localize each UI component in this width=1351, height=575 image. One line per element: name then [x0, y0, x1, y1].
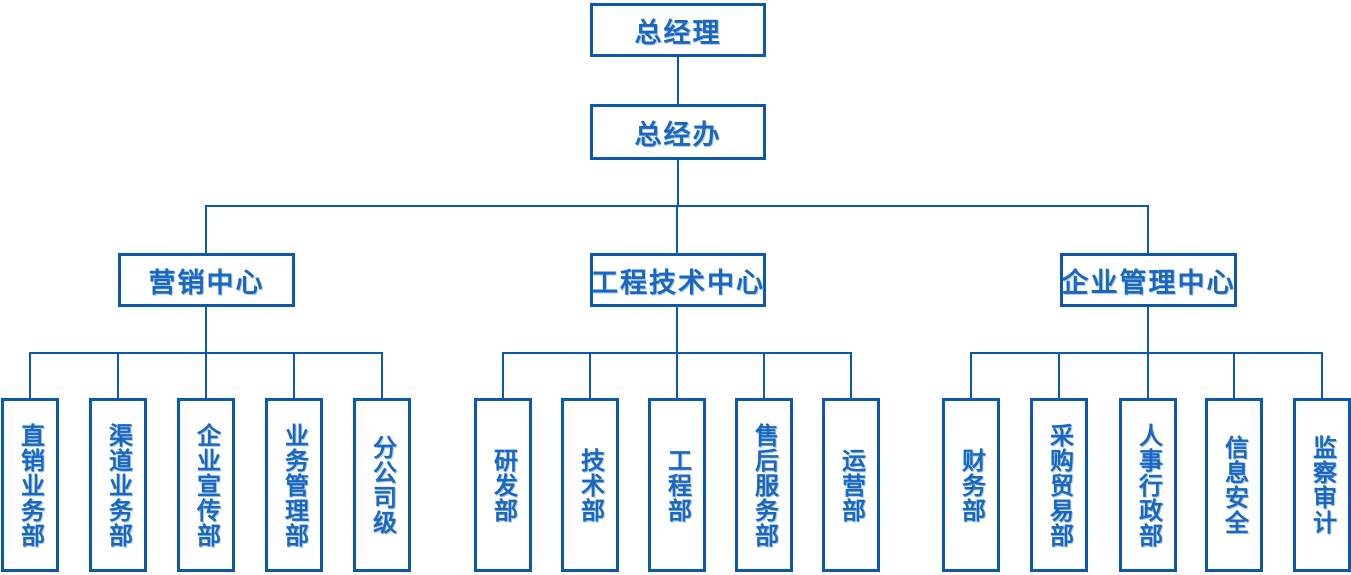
node-dept-after-sales-service: 售后服务部 [735, 398, 793, 572]
node-dept-technology: 技术部 [561, 398, 619, 572]
connector-drop-engineering [676, 205, 678, 253]
node-label: 人事行政部 [1134, 422, 1162, 548]
node-general-manager: 总经理 [590, 3, 766, 57]
node-dept-channel-sales: 渠道业务部 [89, 398, 147, 572]
node-label: 工程技术中心 [591, 267, 765, 298]
node-dept-business-management: 业务管理部 [265, 398, 323, 572]
node-dept-engineering: 工程部 [648, 398, 706, 572]
node-label: 分公司级 [368, 435, 396, 535]
connector-drop-marketing [205, 205, 207, 253]
connector-drop-dept [502, 352, 504, 398]
node-dept-supervision-audit: 监察审计 [1293, 398, 1351, 572]
node-label: 信息安全 [1220, 435, 1248, 535]
node-label: 采购贸易部 [1045, 422, 1073, 548]
node-dept-finance: 财务部 [942, 398, 1000, 572]
node-label: 财务部 [957, 447, 985, 523]
node-dept-hr-admin: 人事行政部 [1119, 398, 1177, 572]
node-label: 总经理 [634, 17, 722, 48]
connector-drop-dept [850, 352, 852, 398]
node-label: 渠道业务部 [104, 422, 132, 548]
connector-drop-dept [29, 352, 31, 398]
node-label: 业务管理部 [280, 422, 308, 548]
connector-drop-dept [205, 352, 207, 398]
connector-drop-dept [117, 352, 119, 398]
connector-drop-dept [970, 352, 972, 398]
connector-drop-dept [1147, 352, 1149, 398]
node-label: 总经办 [634, 119, 722, 150]
connector-management-trunk [1147, 307, 1149, 353]
node-engineering-tech-center: 工程技术中心 [590, 253, 766, 307]
node-general-office: 总经办 [590, 104, 766, 160]
connector-drop-dept [293, 352, 295, 398]
node-marketing-center: 营销中心 [118, 253, 295, 307]
node-label: 企业宣传部 [192, 422, 220, 548]
node-label: 工程部 [663, 447, 691, 523]
node-label: 营销中心 [148, 267, 265, 298]
connector-drop-dept [763, 352, 765, 398]
node-dept-corporate-publicity: 企业宣传部 [177, 398, 235, 572]
node-label: 技术部 [576, 447, 604, 523]
node-label: 监察审计 [1308, 435, 1336, 535]
connector-drop-dept [589, 352, 591, 398]
node-label: 售后服务部 [750, 422, 778, 548]
connector-drop-dept [1058, 352, 1060, 398]
connector-drop-dept [676, 352, 678, 398]
node-dept-research-development: 研发部 [474, 398, 532, 572]
node-label: 运营部 [837, 447, 865, 523]
connector-office-trunk [677, 160, 679, 206]
connector-engineering-trunk [676, 307, 678, 353]
node-label: 研发部 [489, 447, 517, 523]
connector-drop-management [1147, 205, 1149, 253]
node-dept-procurement-trade: 采购贸易部 [1030, 398, 1088, 572]
node-dept-branch-company-level: 分公司级 [353, 398, 411, 572]
connector-root-office [677, 57, 679, 104]
connector-management-horizontal [970, 352, 1323, 354]
node-dept-information-security: 信息安全 [1205, 398, 1263, 572]
connector-drop-dept [1233, 352, 1235, 398]
connector-drop-dept [1321, 352, 1323, 398]
connector-drop-dept [381, 352, 383, 398]
node-enterprise-management-center: 企业管理中心 [1060, 253, 1237, 307]
connector-marketing-trunk [205, 307, 207, 353]
node-dept-operations: 运营部 [822, 398, 880, 572]
node-dept-direct-sales: 直销业务部 [1, 398, 59, 572]
node-label: 企业管理中心 [1061, 267, 1236, 298]
node-label: 直销业务部 [16, 422, 44, 548]
